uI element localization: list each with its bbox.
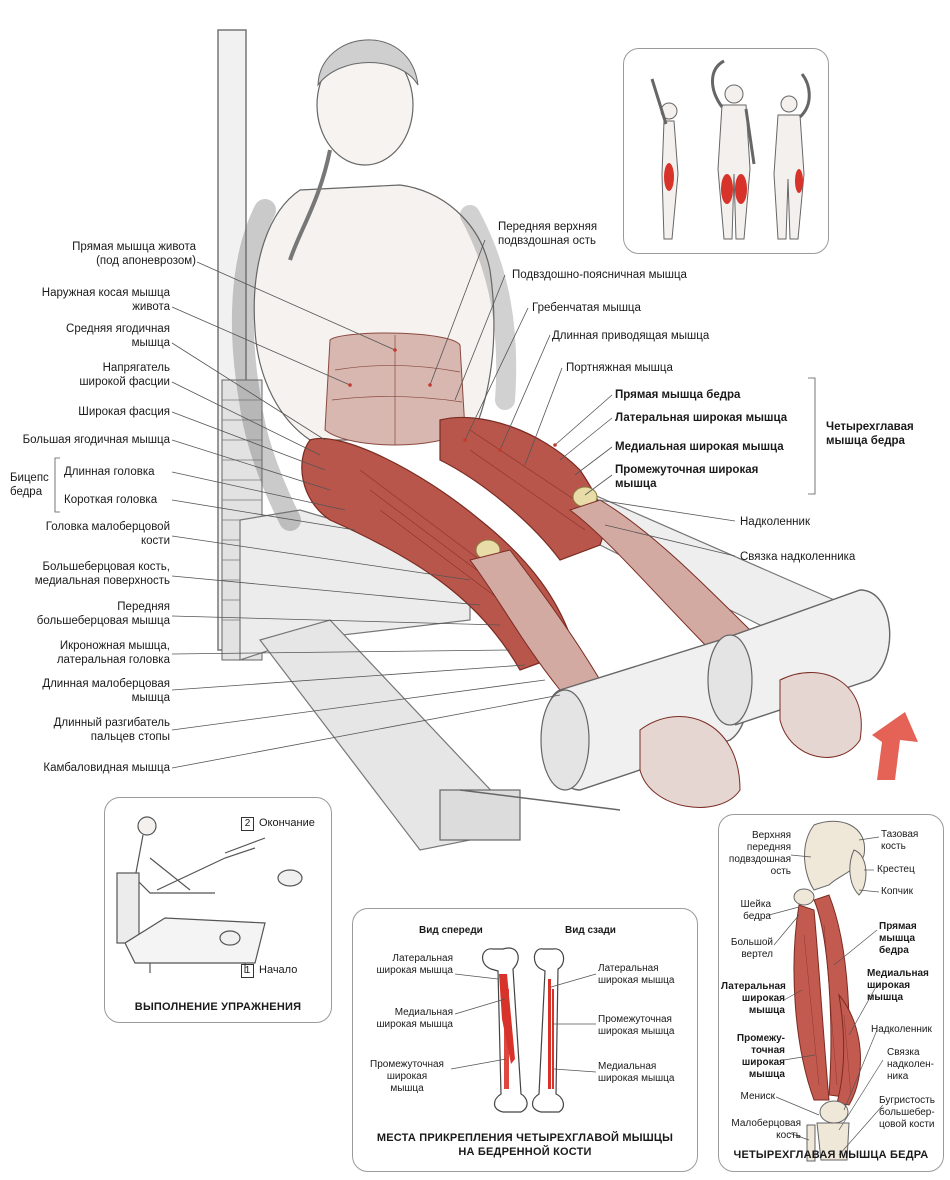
right-foot xyxy=(779,672,862,758)
label-extensor-digitorum: Длинный разгибатель пальцев стопы xyxy=(53,717,170,743)
label-pectineus: Гребенчатая мышца xyxy=(532,302,641,314)
step-end-label: Окончание xyxy=(259,817,315,829)
front-view-title: Вид спереди xyxy=(419,925,483,936)
label-quadriceps-group: Четырехглавая мышца бедра xyxy=(826,421,914,447)
exercise-panel: 2 Окончание 1 Начало ВЫПОЛНЕНИЕ УПРАЖНЕНИЯ xyxy=(104,797,332,1023)
back-label-medial: Медиальная широкая мышца xyxy=(598,1061,675,1084)
label-tibialis-anterior: Передняя большеберцовая мышца xyxy=(36,601,170,627)
label-vastus-lateralis: Латеральная широкая мышца xyxy=(615,412,788,424)
exercise-sketch xyxy=(116,816,303,973)
label-vastus-medialis: Медиальная широкая мышца xyxy=(615,441,784,453)
front-label-lateral: Латеральная широкая мышца xyxy=(376,953,453,976)
qp-label-vastus-intermedius: Промежу- точная широкая мышца xyxy=(736,1033,785,1080)
pelvis xyxy=(804,820,865,891)
label-iliopsoas: Подвздошно-поясничная мышца xyxy=(512,269,687,281)
kneecap-shape xyxy=(819,1100,849,1124)
qp-label-rectus-femoris: Прямая мышца бедра xyxy=(879,921,917,956)
label-vastus-intermedius: Промежуточная широкая мышца xyxy=(615,464,759,490)
left-arm xyxy=(231,199,301,531)
step-start-label: Начало xyxy=(259,964,298,976)
femur-attachments-panel: Вид спереди Вид сзади Латеральная широка… xyxy=(352,908,698,1172)
front-label-medial: Медиальная широкая мышца xyxy=(376,1007,453,1030)
label-tibia-medial-surface: Большеберцовая кость, медиальная поверхн… xyxy=(34,561,170,587)
quadriceps-panel: Верхняя передняя подвздошная ость Шейка … xyxy=(718,814,944,1172)
label-fascia-lata: Широкая фасция xyxy=(78,406,170,418)
right-arm xyxy=(460,205,517,410)
qp-label-fibula: Малоберцовая кость xyxy=(731,1118,801,1141)
quadriceps-drawing xyxy=(768,820,884,1162)
qp-label-patella: Надколенник xyxy=(871,1024,932,1035)
label-gluteus-medius: Средняя ягодичная мышца xyxy=(66,323,170,349)
vastus-lateralis-shape xyxy=(793,904,830,1101)
label-external-oblique: Наружная косая мышца живота xyxy=(41,287,170,313)
back-view-title: Вид сзади xyxy=(565,925,616,936)
femur-caption: МЕСТА ПРИКРЕПЛЕНИЯ ЧЕТЫРЕХГЛАВОЙ МЫШЦЫ Н… xyxy=(376,1132,674,1158)
direction-arrow-icon xyxy=(872,712,918,780)
qp-label-meniscus: Мениск xyxy=(740,1091,776,1102)
qp-label-greater-trochanter: Большой вертел xyxy=(730,937,773,960)
step-start: 1 Начало xyxy=(241,964,297,978)
base-foot xyxy=(439,789,521,841)
label-long-head: Длинная головка xyxy=(64,466,155,478)
qp-label-patellar-ligament: Связка надколен- ника xyxy=(887,1047,934,1082)
hair xyxy=(317,39,419,87)
roller-pads xyxy=(540,589,891,791)
label-asis: Передняя верхняя подвздошная ость xyxy=(498,221,598,247)
qp-label-sacrum: Крестец xyxy=(877,864,915,875)
step-end-number: 2 xyxy=(241,817,254,831)
label-fibula-head: Головка малоберцовой кости xyxy=(45,521,170,547)
qp-label-vastus-medialis: Медиальная широкая мышца xyxy=(867,968,929,1003)
vastus-medialis-shape xyxy=(836,993,861,1106)
label-soleus: Камбаловидная мышца xyxy=(43,762,170,774)
label-adductor-longus: Длинная приводящая мышца xyxy=(552,330,710,342)
femur-head xyxy=(793,888,815,906)
qp-label-femoral-neck: Шейка бедра xyxy=(740,899,771,922)
front-label-intermedius: Промежуточная широкая мышца xyxy=(370,1059,444,1094)
fibula-shape xyxy=(806,1124,816,1162)
ponytail xyxy=(288,149,332,261)
left-foot xyxy=(639,716,741,808)
qp-label-tibial-tuberosity: Бугристость большебер- цовой кости xyxy=(879,1095,935,1130)
label-patella: Надколенник xyxy=(740,516,810,528)
back-label-intermedius: Промежуточная широкая мышца xyxy=(598,1014,675,1037)
label-sartorius: Портняжная мышца xyxy=(566,362,673,374)
sacrum xyxy=(849,849,867,896)
qp-label-coccyx: Копчик xyxy=(881,886,913,897)
label-short-head: Короткая головка xyxy=(64,494,158,506)
step-start-number: 1 xyxy=(241,964,254,978)
back-attachment-lateral xyxy=(548,979,551,1089)
label-rectus-abdominis: Прямая мышца живота (под апоневрозом) xyxy=(72,241,196,267)
label-patellar-ligament: Связка надколенника xyxy=(740,551,856,563)
tibia-shape xyxy=(816,1122,850,1161)
femur-bones-drawing xyxy=(450,947,597,1113)
qp-label-asis: Верхняя передняя подвздошная ость xyxy=(728,830,791,877)
exercise-caption: ВЫПОЛНЕНИЕ УПРАЖНЕНИЯ xyxy=(134,1001,302,1013)
qp-label-vastus-lateralis: Латеральная широкая мышца xyxy=(721,981,786,1016)
step-end: 2 Окончание xyxy=(241,817,315,831)
cable xyxy=(459,789,621,811)
label-gastrocnemius-lateral: Икроножная мышца, латеральная головка xyxy=(56,640,170,666)
mini-figures-panel xyxy=(623,48,829,254)
label-biceps-femoris: Бицепс бедра xyxy=(10,472,49,498)
back-attachment-medial xyxy=(552,989,554,1089)
label-tensor-fasciae-latae: Напрягатель широкой фасции xyxy=(79,362,170,388)
label-rectus-femoris: Прямая мышца бедра xyxy=(615,389,741,401)
quadriceps-caption: ЧЕТЫРЕХГЛАВАЯ МЫШЦА БЕДРА xyxy=(733,1149,929,1161)
qp-label-pelvic-bone: Тазовая кость xyxy=(881,829,919,852)
back-label-lateral: Латеральная широкая мышца xyxy=(598,963,675,986)
mini-anatomy-figures xyxy=(650,59,811,240)
front-attachment-intermedius xyxy=(504,989,509,1089)
label-peroneus-longus: Длинная малоберцовая мышца xyxy=(42,678,170,704)
label-gluteus-maximus: Большая ягодичная мышца xyxy=(22,434,170,446)
